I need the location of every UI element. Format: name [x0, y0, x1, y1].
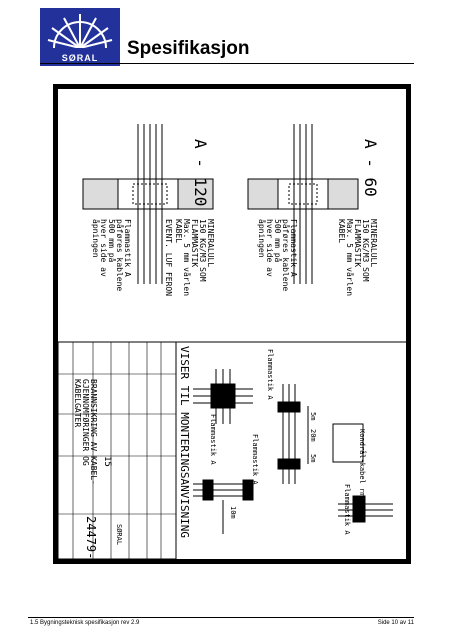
footer-page-number: Side 10 av 11 [377, 620, 414, 626]
label-a60-2: FLAMMASTIK [353, 219, 362, 267]
titleblock-line-0: BRANNSIKRING AV KABEL- [89, 379, 98, 485]
sketch-box [332, 423, 393, 523]
footer-divider [28, 617, 414, 618]
note-a60-3: hver side av [265, 219, 274, 277]
sketch-run [277, 384, 309, 484]
label-a120-2: FLAMMASTIK [190, 219, 199, 267]
sunburst-icon [40, 14, 120, 66]
header-divider [40, 63, 414, 64]
technical-drawing: A - 120 A - 60 MINERALULL 150 KG/M3 SOM … [53, 84, 411, 564]
note-a120-3: hver side av [99, 219, 108, 277]
sketch-cross [193, 369, 253, 424]
dim-10m: 10m [229, 506, 237, 519]
titleblock-sheet: 15 [102, 456, 112, 467]
dim-5m-a: 5m [309, 412, 317, 420]
section-label-a120: A - 120 [191, 139, 210, 206]
note-a60-4: åpningen [257, 219, 267, 258]
page-title: Spesifikasjon [127, 38, 250, 59]
note-a60-0: Flammastik A [289, 219, 298, 277]
note-a60-1: påføres kablene [281, 219, 291, 291]
mineral-wool-a60 [288, 183, 318, 205]
note-a60-2: 500 mm på [273, 219, 283, 263]
note-a120-0: Flammastik A [123, 219, 132, 277]
title-block-grid [58, 342, 176, 559]
titleblock-line-1: GJENNOMFØRINGER OG [81, 379, 91, 466]
dim-20m: 20m [309, 429, 317, 442]
wall-block-a60-right [327, 178, 359, 210]
note-a120-2: 500 mm på [107, 219, 117, 263]
label-a60-3: Max. 5 mm vårlen [345, 219, 355, 296]
label-a120-3: Max. 5 mm vårlen [182, 219, 192, 296]
sketch-branch [193, 479, 254, 534]
note-a120-1: påføres kablene [115, 219, 125, 291]
footer-doc-ref: 1.5 Bygningsteknisk spesifikasjon rev 2.… [30, 620, 140, 626]
wall-block-a120-left [82, 178, 119, 210]
label-flammastik-4: Flammastik A [343, 484, 351, 535]
titleblock-line-2: KABELGATER [73, 379, 82, 427]
label-a120-5: EVENT. LUF FERON [164, 219, 173, 296]
label-a60-4: KABEL [337, 219, 346, 243]
title-block [57, 341, 177, 560]
mineral-wool-a120 [132, 183, 168, 205]
label-a60-0: MINERALULL [369, 219, 378, 267]
titleblock-doc-number: 24479-1 [84, 516, 98, 564]
note-a120-4: åpningen [91, 219, 101, 258]
label-a120-0: MINERALULL [206, 219, 215, 267]
section-label-a60: A - 60 [361, 139, 380, 197]
titleblock-company: SØRAL [115, 524, 123, 545]
label-kabel: Kondrål-kabel rmm [358, 429, 367, 501]
label-a60-1: 150 KG/M3 SOM [361, 219, 370, 282]
label-flammastik-3: Flammastik A [251, 434, 259, 485]
wall-block-a120-right [177, 178, 214, 210]
cables-a120 [137, 124, 163, 284]
label-flammastik-2: Flammastik A [209, 414, 217, 465]
label-flammastik-1: Flammastik A [266, 349, 274, 400]
install-title: VISER TIL MONTERINGSANVISNING [178, 346, 191, 538]
label-a120-4: KABEL [174, 219, 183, 243]
soral-logo: SØRAL [40, 8, 120, 66]
dim-5m-b: 5m [309, 454, 317, 462]
wall-block-a60-left [247, 178, 279, 210]
label-a120-1: 150 KG/M3 SOM [198, 219, 207, 282]
logo-text: SØRAL [61, 53, 99, 63]
